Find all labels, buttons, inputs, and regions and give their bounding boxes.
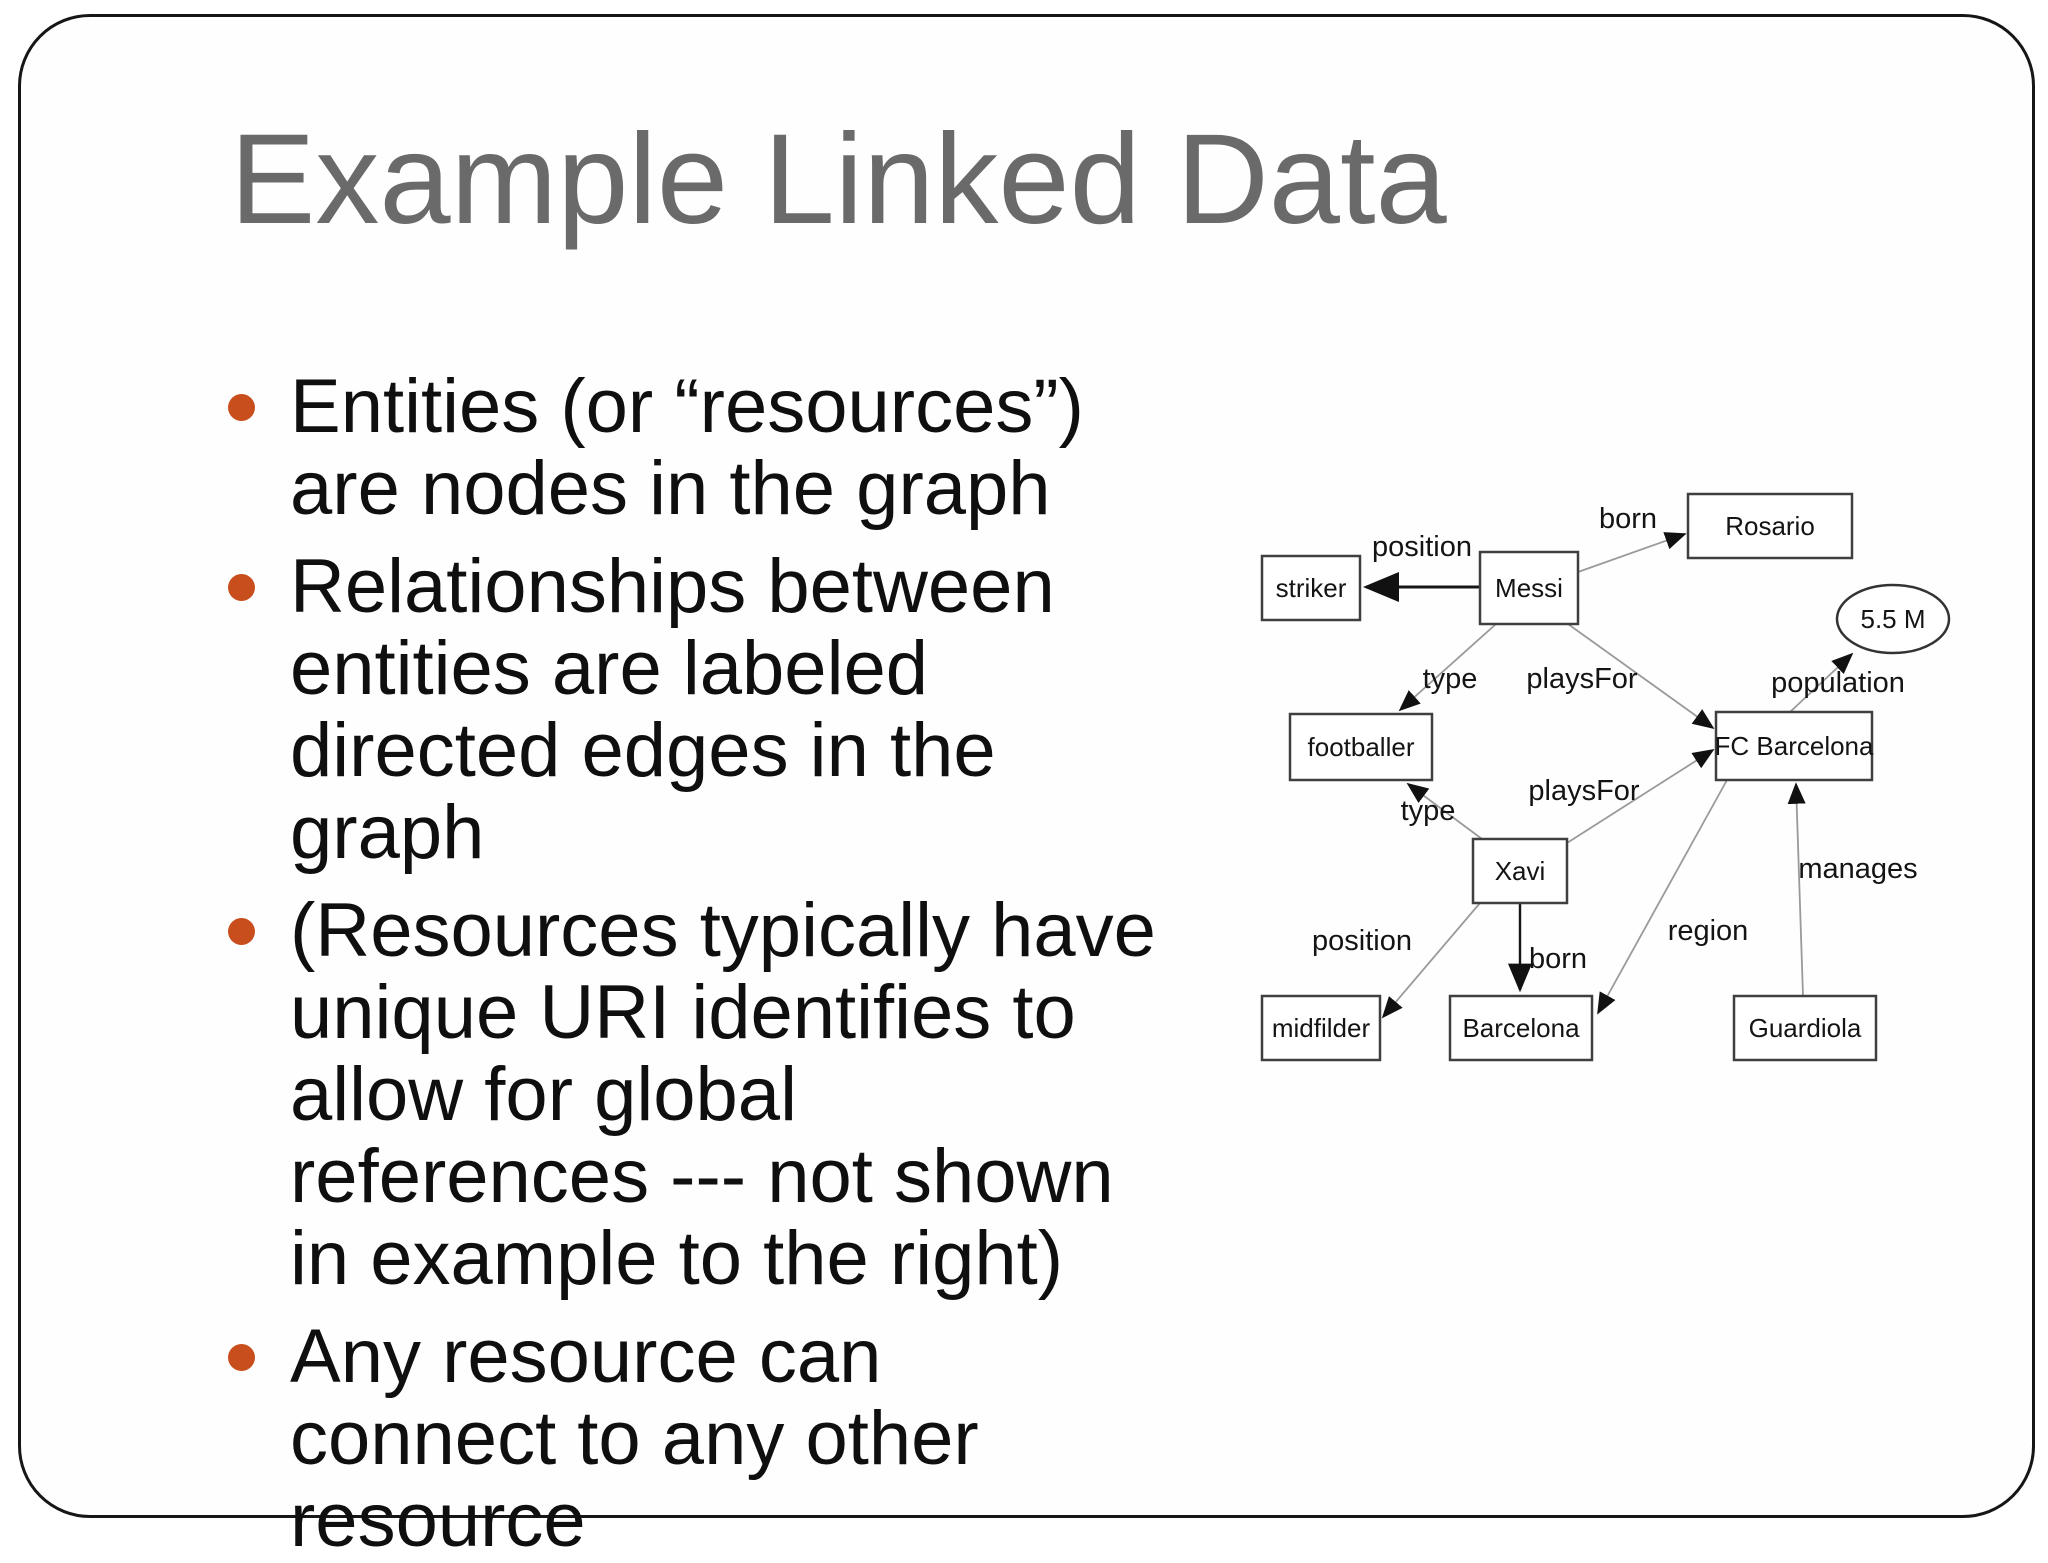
- edge-label-playsfor: playsFor: [1528, 775, 1640, 807]
- edge-label-type: type: [1401, 795, 1456, 827]
- bullet-text: (Resources typically have unique URI ide…: [290, 888, 1156, 1301]
- edge-xavi-position-midfilder: [1381, 902, 1481, 1019]
- edge-fcbarcelona-region-barcelona: [1597, 779, 1728, 1015]
- edge-messi-type-footballer: [1398, 623, 1497, 712]
- node-barcelona: Barcelona: [1448, 994, 1594, 1062]
- svg-text:5.5 M: 5.5 M: [1860, 604, 1925, 634]
- edge-label-playsfor: playsFor: [1526, 663, 1638, 695]
- node-guardiola: Guardiola: [1732, 994, 1878, 1062]
- svg-text:footballer: footballer: [1308, 732, 1415, 762]
- bullet-text: Relationships between entities are label…: [290, 544, 1055, 875]
- svg-text:Xavi: Xavi: [1495, 856, 1546, 886]
- edge-messi-born-rosario: [1577, 532, 1687, 573]
- edge-label-position: position: [1312, 925, 1412, 957]
- edge-label-manages: manages: [1798, 853, 1917, 885]
- edge-label-type: type: [1423, 663, 1478, 695]
- svg-text:FC Barcelona: FC Barcelona: [1715, 731, 1874, 761]
- svg-text:Messi: Messi: [1495, 573, 1563, 603]
- bullet-item: Any resource can connect to any other re…: [228, 1316, 1188, 1562]
- edge-label-region: region: [1668, 915, 1749, 947]
- svg-text:striker: striker: [1276, 573, 1347, 603]
- bullet-dot-icon: [228, 574, 255, 601]
- bullet-item: Relationships between entities are label…: [228, 546, 1188, 874]
- bullet-dot-icon: [228, 1344, 255, 1371]
- edge-messi-playsfor-fcbarcelona: [1567, 623, 1715, 730]
- edge-label-born: born: [1599, 503, 1657, 535]
- node-footballer: footballer: [1288, 712, 1434, 782]
- bullet-dot-icon: [228, 394, 255, 421]
- node-fc-barcelona: FC Barcelona: [1715, 710, 1874, 782]
- edge-guardiola-manages-fcbarcelona: [1787, 782, 1806, 997]
- bullet-item: Entities (or “resources”) are nodes in t…: [228, 366, 1188, 530]
- bullet-text: Entities (or “resources”) are nodes in t…: [290, 364, 1084, 531]
- svg-text:midfilder: midfilder: [1272, 1013, 1371, 1043]
- bullet-text: Any resource can connect to any other re…: [290, 1314, 979, 1563]
- node-xavi: Xavi: [1471, 837, 1569, 905]
- linked-data-graph: position born type playsFor type playsFo…: [1260, 492, 1951, 1062]
- edge-label-position: position: [1372, 531, 1472, 563]
- node-rosario: Rosario: [1686, 492, 1854, 560]
- node-midfilder: midfilder: [1260, 994, 1382, 1062]
- node-population-value: 5.5 M: [1835, 583, 1951, 655]
- edge-label-born: born: [1529, 943, 1587, 975]
- bullet-list: Entities (or “resources”) are nodes in t…: [228, 366, 1188, 1562]
- edge-xavi-playsfor-fcbarcelona: [1566, 749, 1715, 844]
- node-striker: striker: [1260, 554, 1362, 622]
- bullet-dot-icon: [228, 918, 255, 945]
- svg-text:Guardiola: Guardiola: [1749, 1013, 1862, 1043]
- svg-text:Barcelona: Barcelona: [1462, 1013, 1580, 1043]
- svg-text:Rosario: Rosario: [1725, 511, 1815, 541]
- slide-title: Example Linked Data: [230, 108, 1447, 251]
- bullet-item: (Resources typically have unique URI ide…: [228, 890, 1188, 1300]
- node-messi: Messi: [1478, 550, 1580, 626]
- edge-xavi-type-footballer: [1406, 782, 1483, 840]
- edge-label-population: population: [1771, 667, 1905, 699]
- edge-fcbarcelona-population-value: [1789, 652, 1854, 713]
